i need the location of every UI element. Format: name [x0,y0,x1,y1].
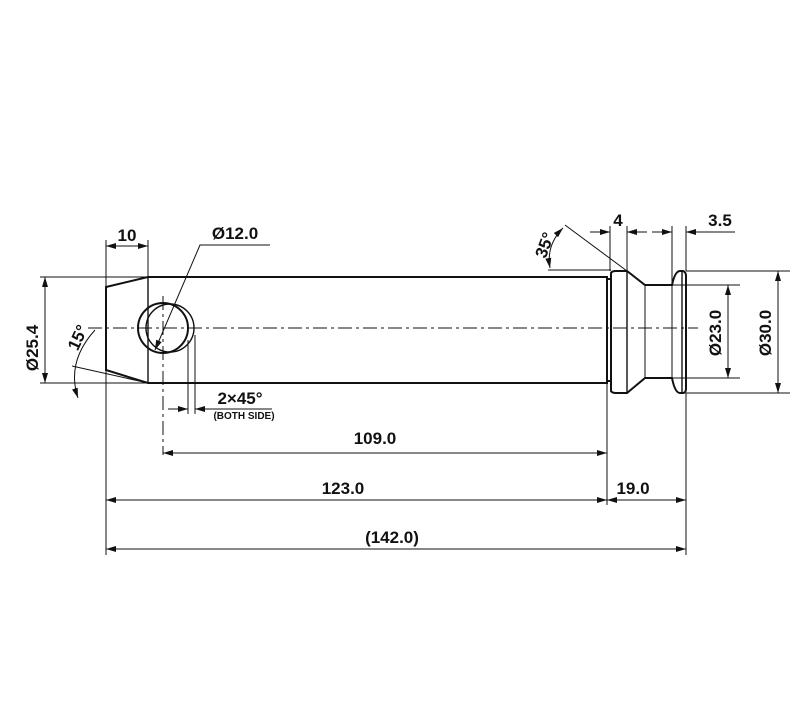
dim-hole-chamfer-note: (BOTH SIDE) [213,411,274,422]
extension-lines [40,224,790,555]
dim-groove-edge: 3.5 [708,211,732,230]
dim-head-length: 19.0 [616,479,649,498]
dim-hole-to-collar: 109.0 [354,429,397,448]
dim-head-diameter: Ø30.0 [756,310,775,356]
dim-chamfer-length: 10 [118,226,137,245]
dimension-lines [42,227,781,552]
dim-hole-chamfer: 2×45° [217,389,262,408]
dim-chamfer-angle: 15° [64,322,92,354]
dim-hole-diameter: Ø12.0 [212,224,258,243]
dim-groove-angle: 35° [532,230,559,261]
cross-hole [137,296,195,455]
dim-collar-width: 4 [613,211,623,230]
dim-total-length: (142.0) [365,528,419,547]
dim-shaft-diameter: Ø25.4 [23,324,42,371]
dim-shaft-length: 123.0 [322,479,365,498]
dim-groove-diameter: Ø23.0 [706,310,725,356]
